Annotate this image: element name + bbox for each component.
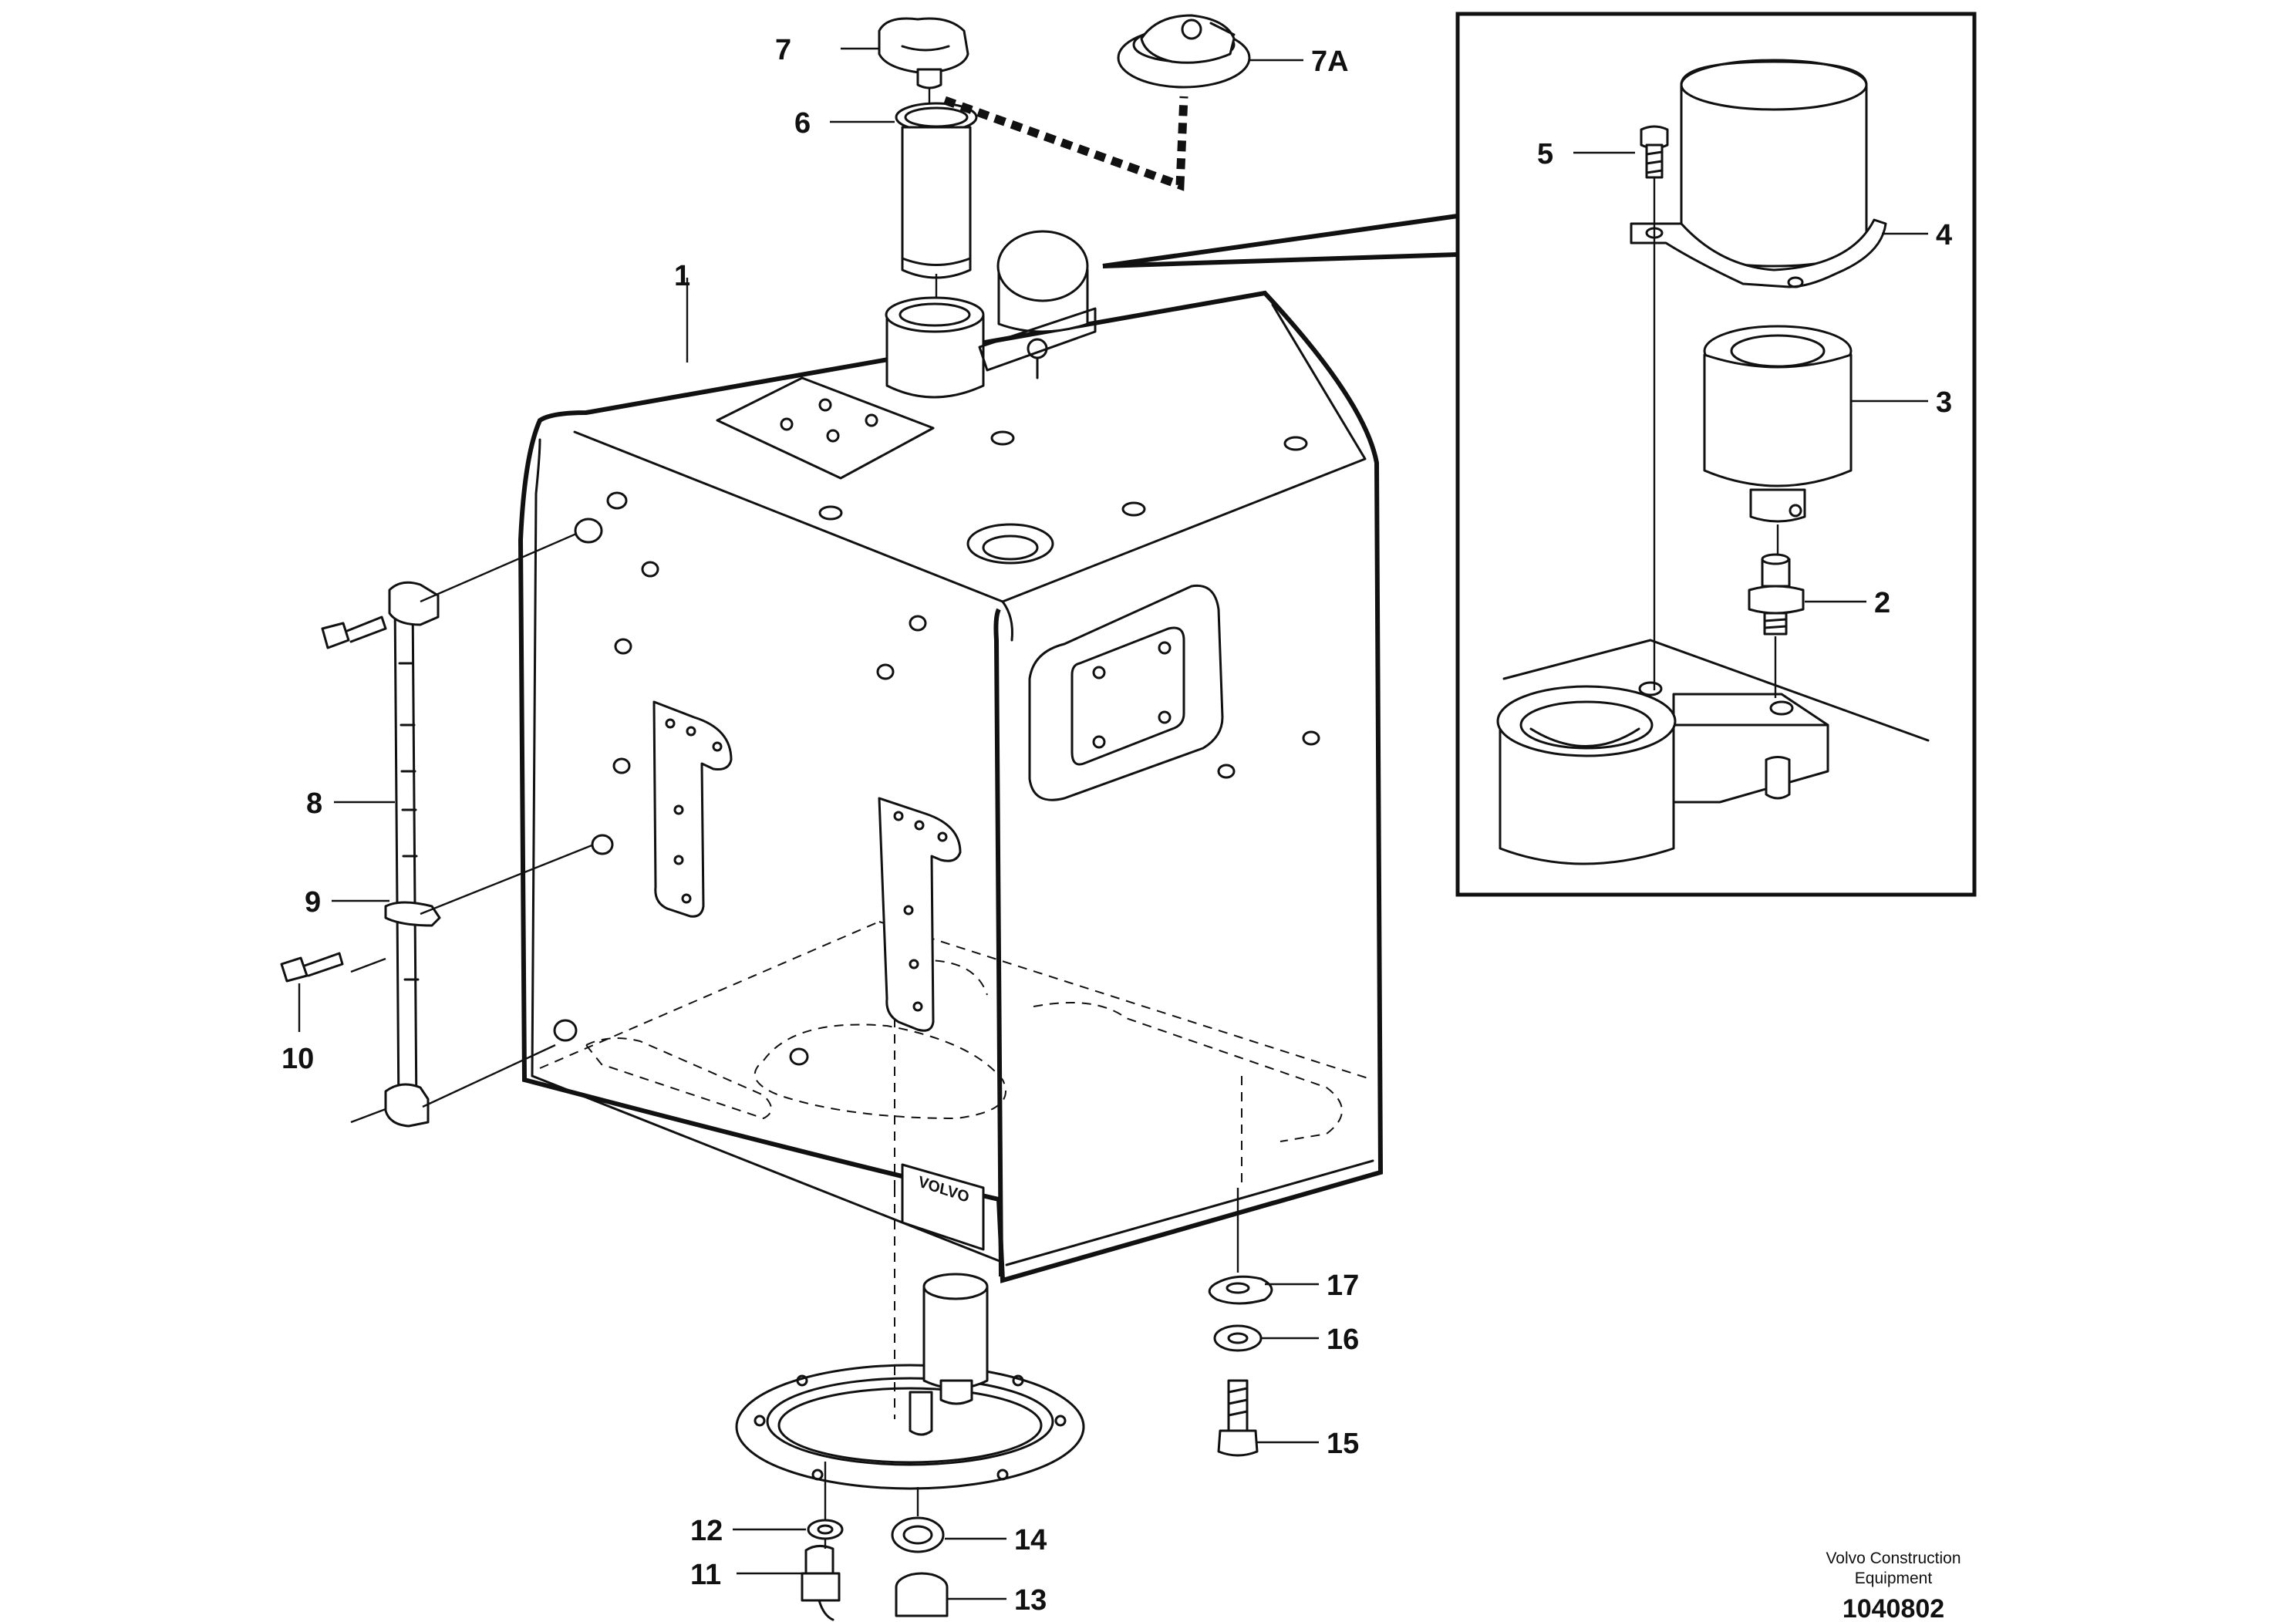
tank-top-corner <box>1496 639 1930 865</box>
adapter-fitting <box>1748 553 1805 636</box>
callout-14: 14 <box>1014 1524 1047 1556</box>
callout-16: 16 <box>1327 1324 1359 1356</box>
document-number: 1040802 <box>1843 1594 1944 1622</box>
callout-11: 11 <box>690 1559 721 1591</box>
callout-2: 2 <box>1874 587 1890 619</box>
housing-bolt <box>1640 125 1669 179</box>
callout-6: 6 <box>794 107 811 140</box>
breather-filter <box>1703 325 1853 523</box>
callout-12: 12 <box>690 1515 723 1547</box>
callout-leaders <box>298 47 1928 1600</box>
credit-line-2: Equipment <box>1855 1570 1933 1587</box>
callout-10: 10 <box>282 1043 314 1075</box>
callout-4: 4 <box>1936 219 1952 251</box>
callout-labels: 1 7 7A 6 5 4 3 2 8 9 10 12 11 14 13 17 1… <box>282 34 1952 1617</box>
callout-5: 5 <box>1537 138 1553 170</box>
callout-17: 17 <box>1327 1270 1359 1302</box>
gauge-bolt-mid <box>280 952 344 983</box>
callout-9: 9 <box>305 886 321 919</box>
callout-3: 3 <box>1936 386 1952 419</box>
lockable-cap <box>1117 14 1251 89</box>
tank-body: VOLVO <box>518 230 1384 1490</box>
callout-15: 15 <box>1327 1428 1359 1460</box>
breather-housing <box>1630 59 1887 288</box>
drain-hardware <box>801 1188 1273 1621</box>
credit-line-1: Volvo Construction <box>1826 1549 1961 1567</box>
callout-7: 7 <box>775 34 791 66</box>
filler-cap <box>878 17 969 104</box>
level-gauge <box>280 518 614 1128</box>
gauge-bolt-top <box>321 615 387 649</box>
detail-view <box>1102 12 1977 897</box>
callout-13: 13 <box>1014 1584 1047 1617</box>
filler-neck <box>895 102 978 297</box>
footer: Volvo Construction Equipment 1040802 <box>1826 1549 1961 1622</box>
cap-alternative-dashed-link <box>943 96 1188 191</box>
callout-8: 8 <box>306 787 322 820</box>
callout-7a: 7A <box>1311 46 1349 78</box>
callout-1: 1 <box>674 260 690 292</box>
